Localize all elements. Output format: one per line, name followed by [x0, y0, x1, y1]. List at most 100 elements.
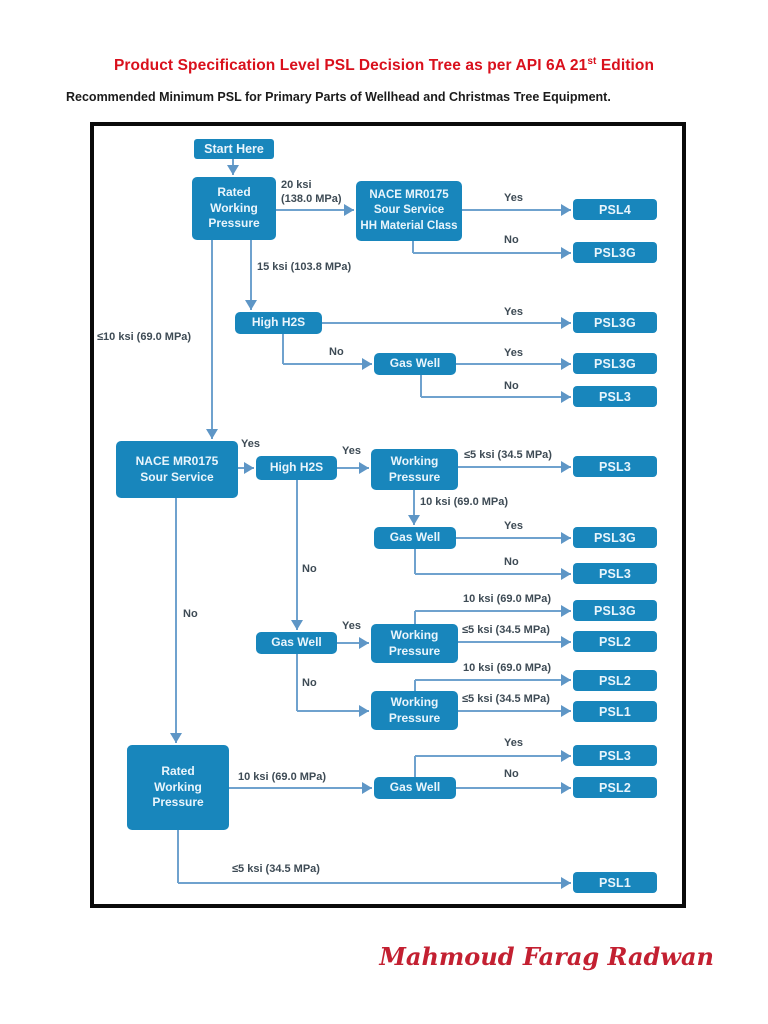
edge-working-pressure-2-to-psl3g-e: [415, 610, 571, 612]
edge-rated-working-pressure-1-to-nace-mr0175-sour-service: [211, 240, 213, 439]
arrowhead-right-icon: [561, 750, 571, 762]
edge-high-h2s-1-to-gas-well-1: [282, 334, 284, 364]
edge-gas-well-1-to-psl3-a: [420, 375, 422, 397]
arrowhead-right-icon: [362, 358, 372, 370]
page-title-suffix: Edition: [596, 57, 655, 75]
edge-gas-well-4-to-psl2-c: [456, 787, 571, 789]
arrowhead-right-icon: [561, 317, 571, 329]
edge-label: Yes: [241, 438, 260, 450]
arrowhead-down-icon: [206, 429, 218, 439]
edge-high-h2s-1-to-psl3g-b: [322, 322, 571, 324]
arrowhead-right-icon: [359, 637, 369, 649]
node-gas-well-4: Gas Well: [374, 777, 456, 799]
arrowhead-right-icon: [561, 532, 571, 544]
edge-working-pressure-3-to-psl1-a: [458, 710, 571, 712]
edge-rated-working-pressure-2-to-psl1-b: [177, 830, 179, 883]
edge-working-pressure-2-to-psl3g-e: [414, 611, 416, 624]
edge-label: 10 ksi (69.0 MPa): [463, 662, 552, 674]
edge-working-pressure-3-to-psl2-b: [415, 679, 571, 681]
edge-gas-well-2-to-psl3-c: [414, 549, 416, 574]
edge-gas-well-4-to-psl3-d: [414, 756, 416, 777]
arrowhead-right-icon: [359, 705, 369, 717]
edge-label: 20 ksi (138.0 MPa): [281, 179, 342, 206]
edge-label: Yes: [504, 737, 523, 749]
node-psl4: PSL4: [573, 199, 657, 220]
node-psl1-a: PSL1: [573, 701, 657, 722]
arrowhead-right-icon: [561, 358, 571, 370]
edge-nace-mr0175-hh-material-class-to-psl3g-a: [413, 252, 571, 254]
edge-label: 10 ksi (69.0 MPa): [420, 496, 509, 508]
node-psl3-c: PSL3: [573, 563, 657, 584]
arrowhead-right-icon: [561, 705, 571, 717]
arrowhead-right-icon: [561, 782, 571, 794]
arrowhead-right-icon: [344, 204, 354, 216]
node-psl3g-e: PSL3G: [573, 600, 657, 621]
edge-label: Yes: [504, 306, 523, 318]
node-gas-well-2: Gas Well: [374, 527, 456, 549]
edge-label: No: [302, 677, 317, 689]
edge-label: Yes: [504, 347, 523, 359]
edge-label: 10 ksi (69.0 MPa): [463, 593, 552, 605]
edge-gas-well-2-to-psl3g-d: [456, 537, 571, 539]
node-working-pressure-1: Working Pressure: [371, 449, 458, 490]
edge-gas-well-1-to-psl3g-c: [456, 363, 571, 365]
node-psl2-c: PSL2: [573, 777, 657, 798]
node-psl3-b: PSL3: [573, 456, 657, 477]
edge-nace-mr0175-sour-service-to-rated-working-pressure-2: [175, 498, 177, 743]
edge-working-pressure-1-to-psl3-b: [458, 466, 571, 468]
edge-label: No: [504, 768, 519, 780]
node-nace-mr0175-hh-material-class: NACE MR0175 Sour Service HH Material Cla…: [356, 181, 462, 241]
edge-gas-well-1-to-psl3-a: [421, 396, 571, 398]
edge-high-h2s-2-to-working-pressure-1: [337, 467, 369, 469]
edge-gas-well-2-to-psl3-c: [415, 573, 571, 575]
arrowhead-right-icon: [362, 782, 372, 794]
arrowhead-down-icon: [245, 300, 257, 310]
page-title: Product Specification Level PSL Decision…: [0, 56, 768, 75]
edge-gas-well-3-to-working-pressure-3: [297, 710, 369, 712]
edge-label: No: [302, 563, 317, 575]
edge-label: Yes: [342, 620, 361, 632]
edge-working-pressure-3-to-psl2-b: [414, 680, 416, 691]
edge-label: ≤5 ksi (34.5 MPa): [462, 693, 550, 705]
edge-gas-well-3-to-working-pressure-3: [296, 654, 298, 711]
arrowhead-right-icon: [359, 462, 369, 474]
edge-rated-working-pressure-1-to-high-h2s-1: [250, 240, 252, 310]
node-psl3g-d: PSL3G: [573, 527, 657, 548]
arrowhead-right-icon: [561, 674, 571, 686]
edge-high-h2s-2-to-gas-well-3: [296, 480, 298, 630]
arrowhead-right-icon: [561, 461, 571, 473]
node-nace-mr0175-sour-service: NACE MR0175 Sour Service: [116, 441, 238, 498]
node-psl2-a: PSL2: [573, 631, 657, 652]
node-psl3g-a: PSL3G: [573, 242, 657, 263]
arrowhead-right-icon: [561, 877, 571, 889]
edge-high-h2s-1-to-gas-well-1: [283, 363, 372, 365]
edge-rated-working-pressure-2-to-gas-well-4: [229, 787, 372, 789]
edge-label: No: [504, 234, 519, 246]
edge-nace-mr0175-hh-material-class-to-psl3g-a: [412, 241, 414, 253]
page-title-superscript: st: [587, 56, 597, 67]
edge-label: ≤5 ksi (34.5 MPa): [464, 449, 552, 461]
arrowhead-right-icon: [561, 605, 571, 617]
edge-label: ≤5 ksi (34.5 MPa): [232, 863, 320, 875]
node-psl3g-b: PSL3G: [573, 312, 657, 333]
arrowhead-right-icon: [244, 462, 254, 474]
arrowhead-right-icon: [561, 568, 571, 580]
edge-label: ≤5 ksi (34.5 MPa): [462, 624, 550, 636]
author-signature: Mahmoud Farag Radwan: [379, 942, 714, 971]
arrowhead-down-icon: [291, 620, 303, 630]
node-psl3g-c: PSL3G: [573, 353, 657, 374]
node-working-pressure-3: Working Pressure: [371, 691, 458, 730]
page-title-text: Product Specification Level PSL Decision…: [113, 57, 588, 75]
node-rated-working-pressure-2: Rated Working Pressure: [127, 745, 229, 830]
arrowhead-down-icon: [170, 733, 182, 743]
node-gas-well-3: Gas Well: [256, 632, 337, 654]
edge-working-pressure-2-to-psl2-a: [458, 641, 571, 643]
edge-label: No: [329, 346, 344, 358]
page-subtitle: Recommended Minimum PSL for Primary Part…: [66, 90, 611, 104]
node-psl2-b: PSL2: [573, 670, 657, 691]
edge-nace-mr0175-hh-material-class-to-psl4: [462, 209, 571, 211]
edge-label: No: [504, 556, 519, 568]
arrowhead-down-icon: [408, 515, 420, 525]
node-high-h2s-1: High H2S: [235, 312, 322, 334]
edge-rated-working-pressure-2-to-psl1-b: [178, 882, 571, 884]
